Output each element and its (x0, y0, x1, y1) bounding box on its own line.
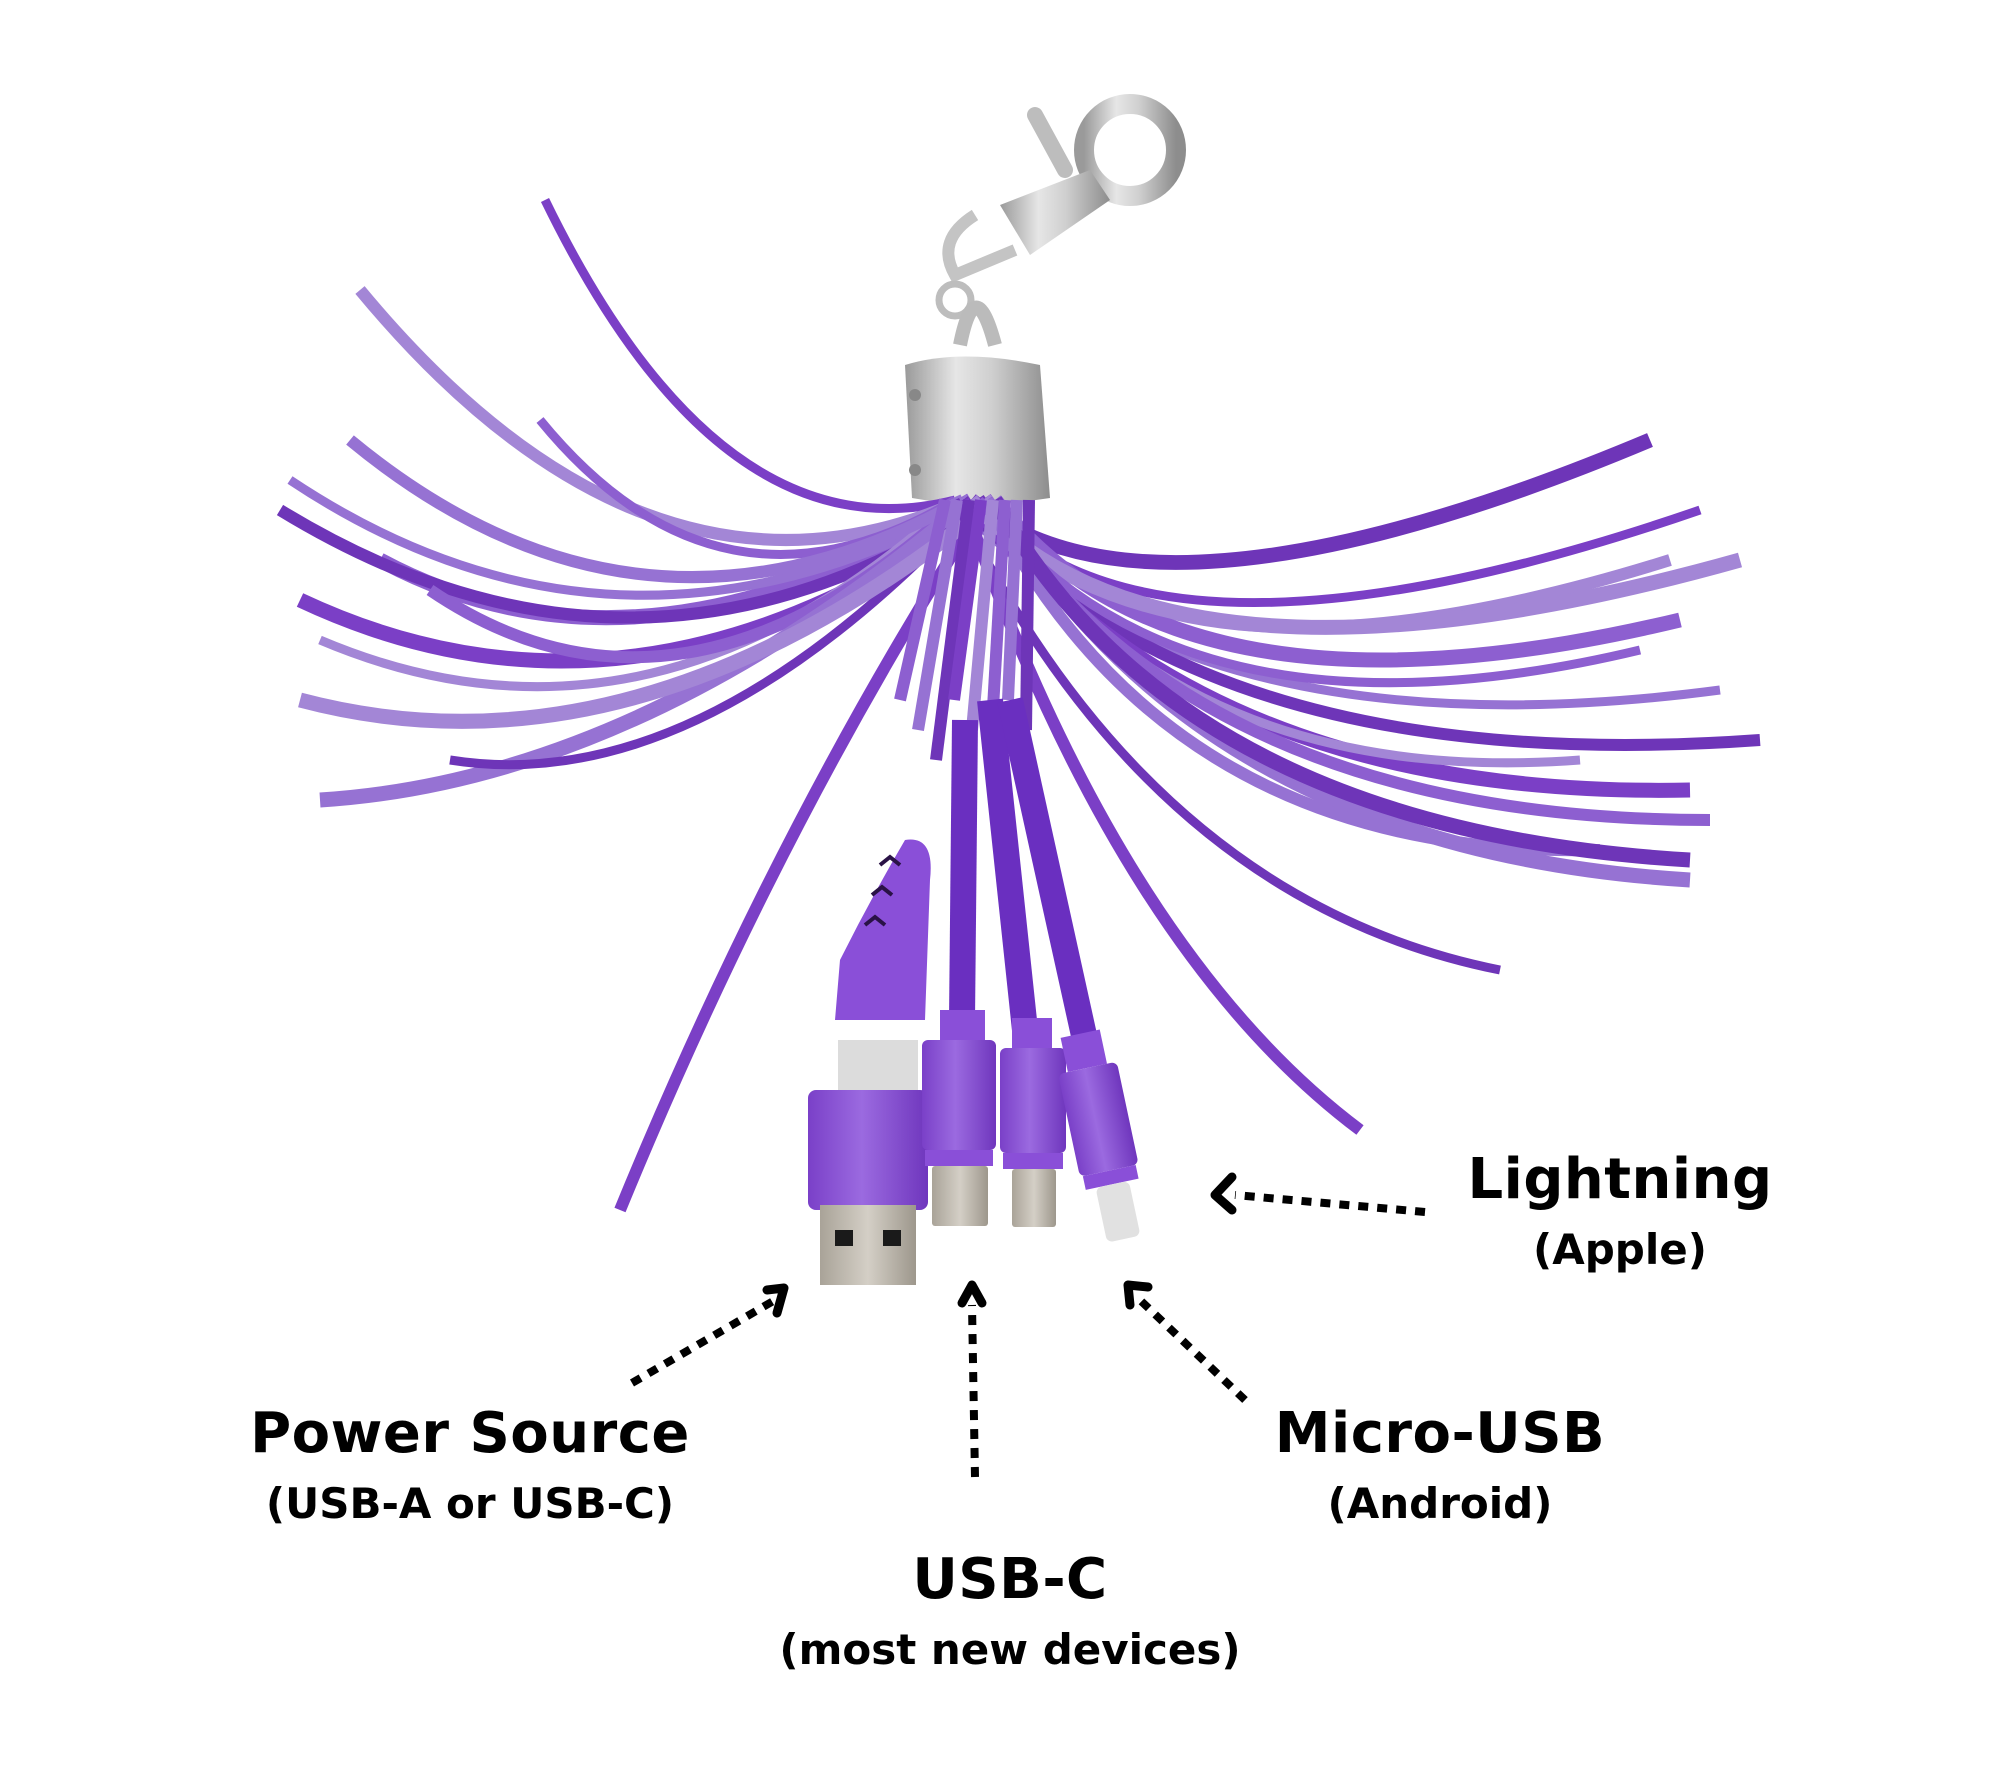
label-lightning-title: Lightning (1467, 1147, 1773, 1212)
tassel-strand (981, 497, 1601, 857)
tassel-cap (905, 356, 1050, 504)
arrow-micro-usb (1123, 1280, 1248, 1403)
label-power-source: Power Source (USB-A or USB-C) (230, 1402, 710, 1532)
tassel-strand (298, 494, 1000, 729)
arrow-usb-c (957, 1280, 987, 1478)
tassel-strand (912, 498, 963, 732)
arrow-lightning (1210, 1172, 1426, 1216)
label-usb-c-title: USB-C (912, 1547, 1108, 1612)
tassel-strand (346, 435, 966, 584)
label-micro-usb-title: Micro-USB (1274, 1401, 1606, 1466)
label-lightning: Lightning (Apple) (1450, 1148, 1790, 1278)
tassel-strand (287, 476, 982, 600)
usb-a-connector (808, 839, 931, 1285)
tassel-strand (948, 499, 987, 701)
lobster-clasp (935, 94, 1186, 347)
arrow-power-source (629, 1283, 789, 1387)
braided-cables (949, 697, 1098, 1043)
label-usb-c-subtitle: (most new devices) (779, 1625, 1241, 1674)
label-micro-usb: Micro-USB (Android) (1255, 1402, 1625, 1532)
tassel-strand (930, 499, 975, 761)
label-micro-usb-subtitle: (Android) (1327, 1479, 1553, 1528)
label-lightning-subtitle: (Apple) (1533, 1225, 1707, 1274)
tassel-strand (355, 286, 966, 546)
micro-usb-connector (1000, 1018, 1066, 1227)
tassel-strand (540, 198, 957, 513)
tassel-strand (1020, 499, 1035, 731)
lightning-connector (1059, 1029, 1140, 1242)
tassel-strand (894, 498, 951, 702)
usb-c-connector (922, 1010, 996, 1226)
tassel-strand (319, 494, 976, 808)
tassel-strand (988, 496, 1691, 868)
label-power-source-title: Power Source (250, 1401, 690, 1466)
label-power-source-subtitle: (USB-A or USB-C) (265, 1479, 675, 1528)
tassel-strands (276, 198, 1761, 1213)
tassel-strand (966, 499, 999, 731)
tassel-strand (966, 433, 1653, 570)
label-usb-c: USB-C (most new devices) (740, 1548, 1280, 1678)
tassel-strand (1002, 499, 1023, 701)
